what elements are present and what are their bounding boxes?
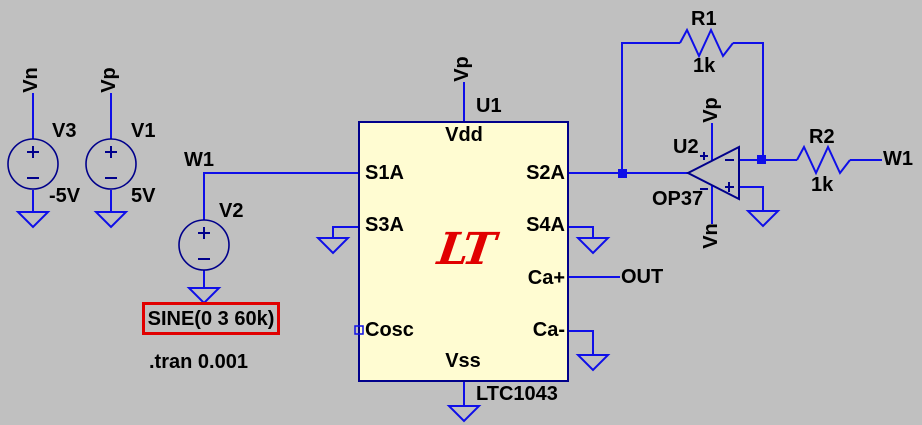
plus-mark <box>198 227 210 239</box>
source-circle <box>7 138 59 190</box>
voltage-source-v1[interactable] <box>85 138 137 190</box>
net-label-vp[interactable]: Vp <box>98 67 120 93</box>
ground-flag-v1[interactable] <box>93 211 129 229</box>
value-v1[interactable]: 5V <box>131 185 156 207</box>
wire-s3a-to-ground[interactable] <box>332 226 359 238</box>
junction-dot-feedback <box>618 169 627 178</box>
resistor-r1-body[interactable] <box>679 27 734 59</box>
part-op37[interactable]: OP37 <box>652 188 704 210</box>
v2-value-highlight-box[interactable]: SINE(0 3 60k) <box>142 302 280 335</box>
cosc-unconnected-pin-marker <box>354 325 364 335</box>
ground-flag-s3a[interactable] <box>315 237 351 255</box>
ground-flag-vss[interactable] <box>446 405 482 423</box>
vplus-rail-mark <box>700 152 708 160</box>
net-label-vp-chip[interactable]: Vp <box>451 56 473 82</box>
ground-flag-opamp-plus[interactable] <box>745 210 781 228</box>
source-circle <box>178 219 230 271</box>
ic-u1-body[interactable] <box>358 121 569 382</box>
value-r1[interactable]: 1k <box>693 55 716 77</box>
pin-label-s1a: S1A <box>365 162 404 184</box>
designator-u1[interactable]: U1 <box>476 95 502 117</box>
pin-label-s3a: S3A <box>365 214 404 236</box>
net-label-w1-feedback[interactable]: W1 <box>883 148 913 170</box>
ground-flag-v3[interactable] <box>15 211 51 229</box>
pin-label-vdd: Vdd <box>445 124 483 146</box>
pin-label-s4a: S4A <box>526 214 565 236</box>
wire-w1-v2-to-s1a[interactable] <box>203 172 359 220</box>
designator-u2[interactable]: U2 <box>673 136 699 158</box>
net-label-vn[interactable]: Vn <box>20 67 42 93</box>
wire-s4a-to-ground[interactable] <box>568 226 594 238</box>
ground-flag-v2[interactable] <box>186 287 222 305</box>
designator-v1[interactable]: V1 <box>131 120 156 142</box>
value-r2[interactable]: 1k <box>811 174 834 196</box>
value-v2-sine: SINE(0 3 60k) <box>147 307 275 330</box>
pin-label-vss: Vss <box>445 350 481 372</box>
net-label-w1-source[interactable]: W1 <box>184 149 214 171</box>
plus-mark <box>27 146 39 158</box>
ground-flag-caminus[interactable] <box>575 354 611 372</box>
ground-flag-s4a[interactable] <box>575 237 611 255</box>
opamp-u2-body[interactable] <box>685 145 740 201</box>
resistor-r2-body[interactable] <box>796 144 851 176</box>
part-ltc1043[interactable]: LTC1043 <box>476 383 558 405</box>
net-label-vn-opamp[interactable]: Vn <box>700 223 722 249</box>
designator-r1[interactable]: R1 <box>691 8 717 30</box>
noninverting-input-mark <box>725 182 734 192</box>
net-label-out[interactable]: OUT <box>621 266 664 288</box>
value-v3[interactable]: -5V <box>49 185 81 207</box>
lt-logo: LT <box>434 224 496 275</box>
tran-directive[interactable]: .tran 0.001 <box>149 351 248 373</box>
designator-r2[interactable]: R2 <box>809 126 835 148</box>
pin-label-ca-minus: Ca- <box>532 319 565 341</box>
pin-label-ca-plus: Ca+ <box>527 267 565 289</box>
wire-noninverting-to-ground[interactable] <box>739 186 764 211</box>
wire-r1-left[interactable] <box>621 42 680 173</box>
pin-label-cosc: Cosc <box>365 319 414 341</box>
voltage-source-v3[interactable] <box>7 138 59 190</box>
source-circle <box>85 138 137 190</box>
opamp-triangle <box>685 145 740 201</box>
designator-v3[interactable]: V3 <box>52 120 77 142</box>
voltage-source-v2[interactable] <box>178 219 230 271</box>
wire-r1-right[interactable] <box>733 42 764 160</box>
pin-label-s2a: S2A <box>526 162 565 184</box>
junction-dot-inverting <box>757 155 766 164</box>
designator-v2[interactable]: V2 <box>219 200 244 222</box>
wire-caminus-to-ground[interactable] <box>568 330 594 355</box>
plus-mark <box>105 146 117 158</box>
net-label-vp-opamp[interactable]: Vp <box>700 97 722 123</box>
